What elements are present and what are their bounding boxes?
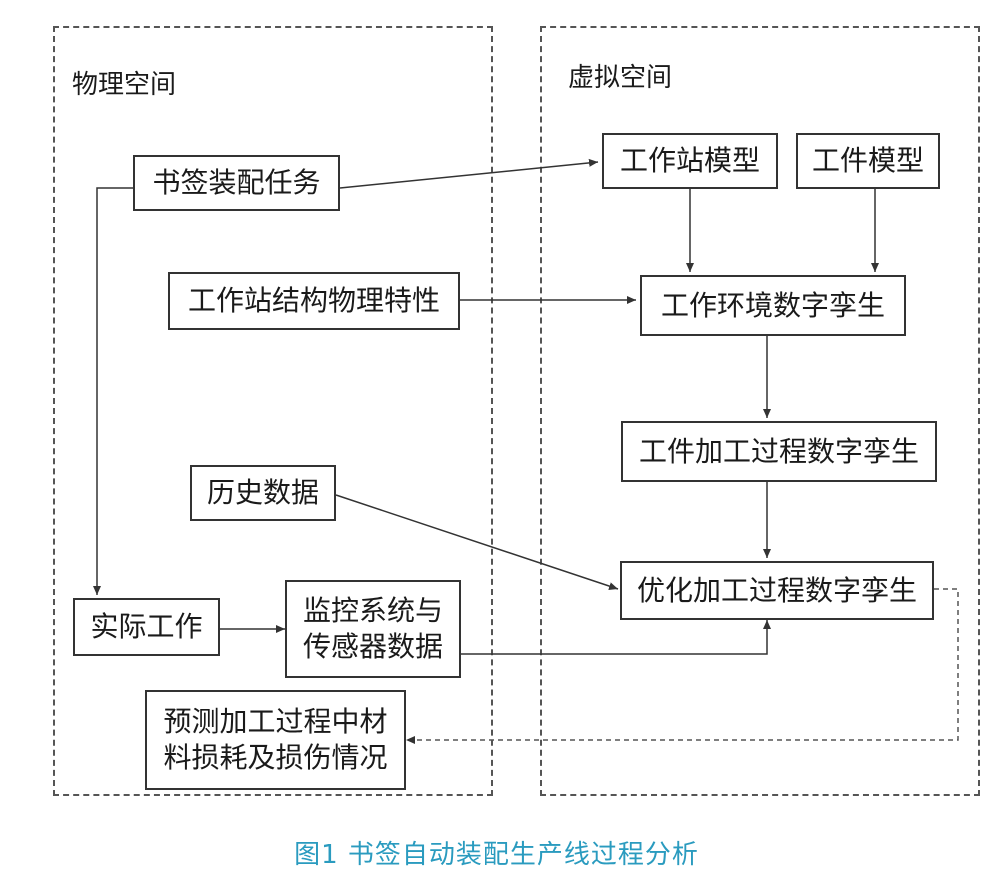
box-optimized-twin-label: 优化加工过程数字孪生 (636, 573, 917, 607)
box-monitor-line2: 传感器数据 (302, 630, 443, 663)
arrow-optimized-twin-to-prediction-dashed (406, 588, 959, 744)
box-prediction-line1: 预测加工过程中材 (163, 705, 388, 738)
box-optimized-twin: 优化加工过程数字孪生 (620, 561, 934, 620)
arrow-monitor-to-optimized-twin (461, 620, 771, 655)
physical-space-region (53, 26, 493, 796)
physical-space-title: 物理空间 (72, 70, 177, 100)
arrow-task-to-workstation-model (339, 158, 599, 189)
box-workpiece-model: 工件模型 (796, 133, 940, 189)
box-monitor-line1: 监控系统与 (302, 594, 443, 627)
box-workstation-physics: 工作站结构物理特性 (168, 272, 460, 330)
box-env-twin: 工作环境数字孪生 (640, 275, 906, 336)
box-history-data-label: 历史数据 (206, 476, 319, 509)
box-workpiece-model-label: 工件模型 (811, 144, 924, 177)
arrow-history-to-optimized-twin (335, 494, 619, 590)
virtual-space-title: 虚拟空间 (568, 63, 673, 93)
box-process-twin-label: 工件加工过程数字孪生 (638, 434, 919, 468)
box-workstation-model-label: 工作站模型 (619, 144, 760, 177)
box-process-twin: 工件加工过程数字孪生 (621, 421, 937, 482)
box-actual-work: 实际工作 (73, 598, 220, 656)
box-history-data: 历史数据 (190, 465, 336, 521)
box-prediction: 预测加工过程中材 料损耗及损伤情况 (145, 690, 406, 790)
arrow-task-to-actual-work (93, 187, 133, 595)
figure-caption: 图1 书签自动装配生产线过程分析 (294, 840, 699, 870)
box-assembly-task-label: 书签装配任务 (152, 166, 321, 199)
box-workstation-physics-label: 工作站结构物理特性 (187, 284, 440, 317)
box-workstation-model: 工作站模型 (602, 133, 778, 189)
box-env-twin-label: 工作环境数字孪生 (660, 288, 885, 322)
box-assembly-task: 书签装配任务 (133, 155, 340, 211)
virtual-space-region (540, 26, 980, 796)
box-prediction-line2: 料损耗及损伤情况 (163, 741, 388, 774)
box-monitor-sensor-data: 监控系统与 传感器数据 (285, 580, 461, 678)
box-actual-work-label: 实际工作 (90, 610, 203, 643)
